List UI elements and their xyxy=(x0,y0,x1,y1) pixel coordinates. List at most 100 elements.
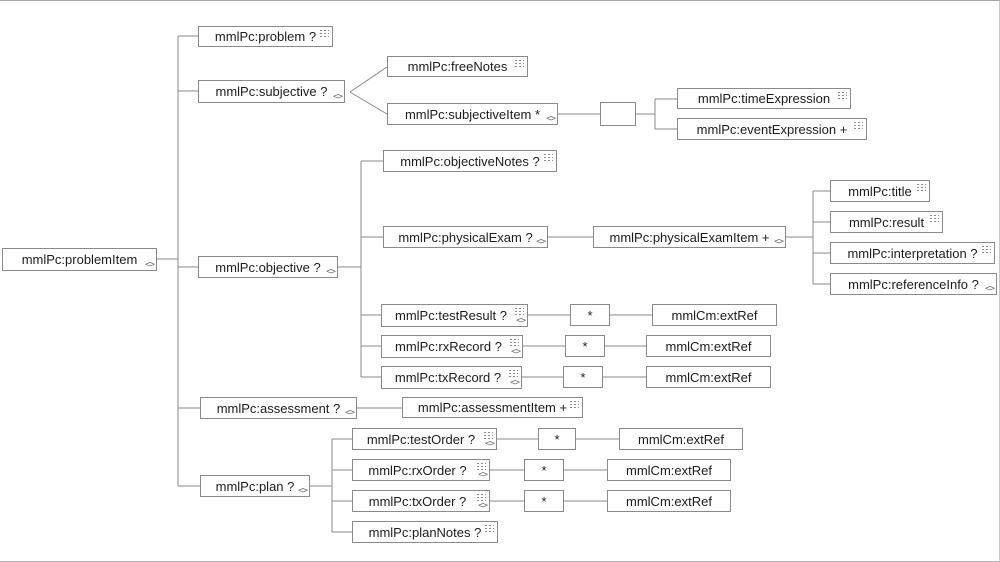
node-label: * xyxy=(580,369,586,385)
node-label: mmlPc:assessmentItem + xyxy=(417,400,568,415)
node-occurrence-star[interactable]: * xyxy=(563,366,603,388)
node-assessment[interactable]: mmlPc:assessment ? <> xyxy=(200,397,357,419)
node-interpretation[interactable]: mmlPc:interpretation ? xyxy=(830,242,995,264)
text-content-icon xyxy=(515,307,524,316)
node-label: mmlPc:result xyxy=(848,214,925,230)
node-objectivenotes[interactable]: mmlPc:objectiveNotes ? xyxy=(383,150,557,172)
node-result[interactable]: mmlPc:result xyxy=(830,211,943,233)
text-content-icon xyxy=(570,400,579,409)
node-label: mmlCm:extRef xyxy=(671,307,758,323)
node-extref[interactable]: mmlCm:extRef xyxy=(607,459,731,481)
text-content-icon xyxy=(477,462,486,471)
node-label: mmlPc:subjectiveItem * xyxy=(404,106,541,122)
node-label: mmlPc:plan ? xyxy=(215,478,295,494)
node-extref[interactable]: mmlCm:extRef xyxy=(646,366,771,388)
node-label: mmlPc:objectiveNotes ? xyxy=(400,153,540,169)
node-objective[interactable]: mmlPc:objective ? <> xyxy=(198,256,338,278)
complex-content-icon: <> xyxy=(333,92,343,102)
text-content-icon xyxy=(854,121,863,130)
text-content-icon xyxy=(484,431,493,440)
node-label: mmlPc:problemItem xyxy=(21,252,138,267)
complex-content-icon: <> xyxy=(511,347,521,357)
node-label: mmlPc:referenceInfo ? xyxy=(848,276,979,292)
node-physicalexamitem[interactable]: mmlPc:physicalExamItem + <> xyxy=(593,226,786,248)
text-content-icon xyxy=(930,214,939,223)
node-testresult[interactable]: mmlPc:testResult ? <> xyxy=(381,304,528,327)
node-rxrecord[interactable]: mmlPc:rxRecord ? <> xyxy=(381,335,523,358)
node-sequence-compositor[interactable] xyxy=(600,102,636,126)
text-content-icon xyxy=(544,153,553,162)
text-content-icon xyxy=(320,29,329,38)
node-txrecord[interactable]: mmlPc:txRecord ? <> xyxy=(381,366,522,389)
complex-content-icon: <> xyxy=(536,237,546,247)
text-content-icon xyxy=(982,245,991,254)
node-extref[interactable]: mmlCm:extRef xyxy=(646,335,771,357)
node-extref[interactable]: mmlCm:extRef xyxy=(607,490,731,512)
text-content-icon xyxy=(477,493,486,502)
node-label: mmlCm:extRef xyxy=(626,462,712,478)
complex-content-icon: <> xyxy=(145,260,155,270)
complex-content-icon: <> xyxy=(345,408,355,418)
node-label: mmlPc:testOrder ? xyxy=(366,431,476,447)
node-extref[interactable]: mmlCm:extRef xyxy=(619,428,743,450)
node-txorder[interactable]: mmlPc:txOrder ? <> xyxy=(352,490,490,512)
complex-content-icon: <> xyxy=(774,237,784,247)
node-label: mmlCm:extRef xyxy=(665,338,752,354)
node-label: mmlPc:planNotes ? xyxy=(368,524,482,540)
node-physicalexam[interactable]: mmlPc:physicalExam ? <> xyxy=(383,226,548,248)
complex-content-icon: <> xyxy=(985,284,995,294)
complex-content-icon: <> xyxy=(485,439,495,449)
node-freenotes[interactable]: mmlPc:freeNotes xyxy=(387,56,528,77)
complex-content-icon: <> xyxy=(516,316,526,326)
node-label: * xyxy=(541,462,547,478)
node-rxorder[interactable]: mmlPc:rxOrder ? <> xyxy=(352,459,490,481)
complex-content-icon: <> xyxy=(326,267,336,277)
node-problem[interactable]: mmlPc:problem ? xyxy=(198,26,333,47)
node-label: mmlPc:timeExpression xyxy=(697,91,831,106)
node-label: mmlPc:interpretation ? xyxy=(847,245,978,261)
text-content-icon xyxy=(917,183,926,192)
node-title[interactable]: mmlPc:title xyxy=(830,180,930,202)
node-problemitem[interactable]: mmlPc:problemItem <> xyxy=(2,248,157,271)
node-occurrence-star[interactable]: * xyxy=(538,428,576,450)
node-label: mmlPc:subjective ? xyxy=(215,84,328,99)
node-extref[interactable]: mmlCm:extRef xyxy=(652,304,777,326)
complex-content-icon: <> xyxy=(546,114,556,124)
node-subjectiveitem[interactable]: mmlPc:subjectiveItem * <> xyxy=(387,103,558,125)
node-label: mmlPc:physicalExamItem + xyxy=(609,229,770,245)
node-subjective[interactable]: mmlPc:subjective ? <> xyxy=(198,80,345,103)
node-occurrence-star[interactable]: * xyxy=(524,490,564,512)
node-plannotes[interactable]: mmlPc:planNotes ? xyxy=(352,521,498,543)
node-label: mmlPc:eventExpression + xyxy=(696,121,848,137)
node-testorder[interactable]: mmlPc:testOrder ? <> xyxy=(352,428,497,450)
node-label: mmlPc:testResult ? xyxy=(395,308,507,323)
text-content-icon xyxy=(510,338,519,347)
node-label: mmlPc:physicalExam ? xyxy=(398,229,533,245)
text-content-icon xyxy=(838,91,847,100)
node-occurrence-star[interactable]: * xyxy=(570,304,610,326)
node-occurrence-star[interactable]: * xyxy=(524,459,564,481)
node-assessmentitem[interactable]: mmlPc:assessmentItem + xyxy=(402,397,583,418)
node-eventexpression[interactable]: mmlPc:eventExpression + xyxy=(677,118,867,140)
node-referenceinfo[interactable]: mmlPc:referenceInfo ? <> xyxy=(830,273,997,295)
node-timeexpression[interactable]: mmlPc:timeExpression xyxy=(677,88,851,109)
node-plan[interactable]: mmlPc:plan ? <> xyxy=(200,475,310,497)
complex-content-icon: <> xyxy=(510,378,520,388)
node-label: mmlPc:rxOrder ? xyxy=(368,462,467,478)
node-label: * xyxy=(554,431,560,447)
node-label: mmlPc:problem ? xyxy=(214,29,317,44)
node-label: mmlCm:extRef xyxy=(665,369,752,385)
node-label: mmlPc:rxRecord ? xyxy=(395,339,502,354)
node-label: mmlCm:extRef xyxy=(626,493,712,509)
node-label: * xyxy=(541,493,547,509)
node-label: mmlPc:freeNotes xyxy=(407,59,508,74)
text-content-icon xyxy=(509,369,518,378)
complex-content-icon: <> xyxy=(478,501,488,511)
node-label: mmlPc:txRecord ? xyxy=(394,370,502,385)
node-label: mmlPc:assessment ? xyxy=(216,400,341,416)
node-occurrence-star[interactable]: * xyxy=(565,335,605,357)
text-content-icon xyxy=(485,524,494,533)
node-label: mmlPc:objective ? xyxy=(215,259,321,275)
